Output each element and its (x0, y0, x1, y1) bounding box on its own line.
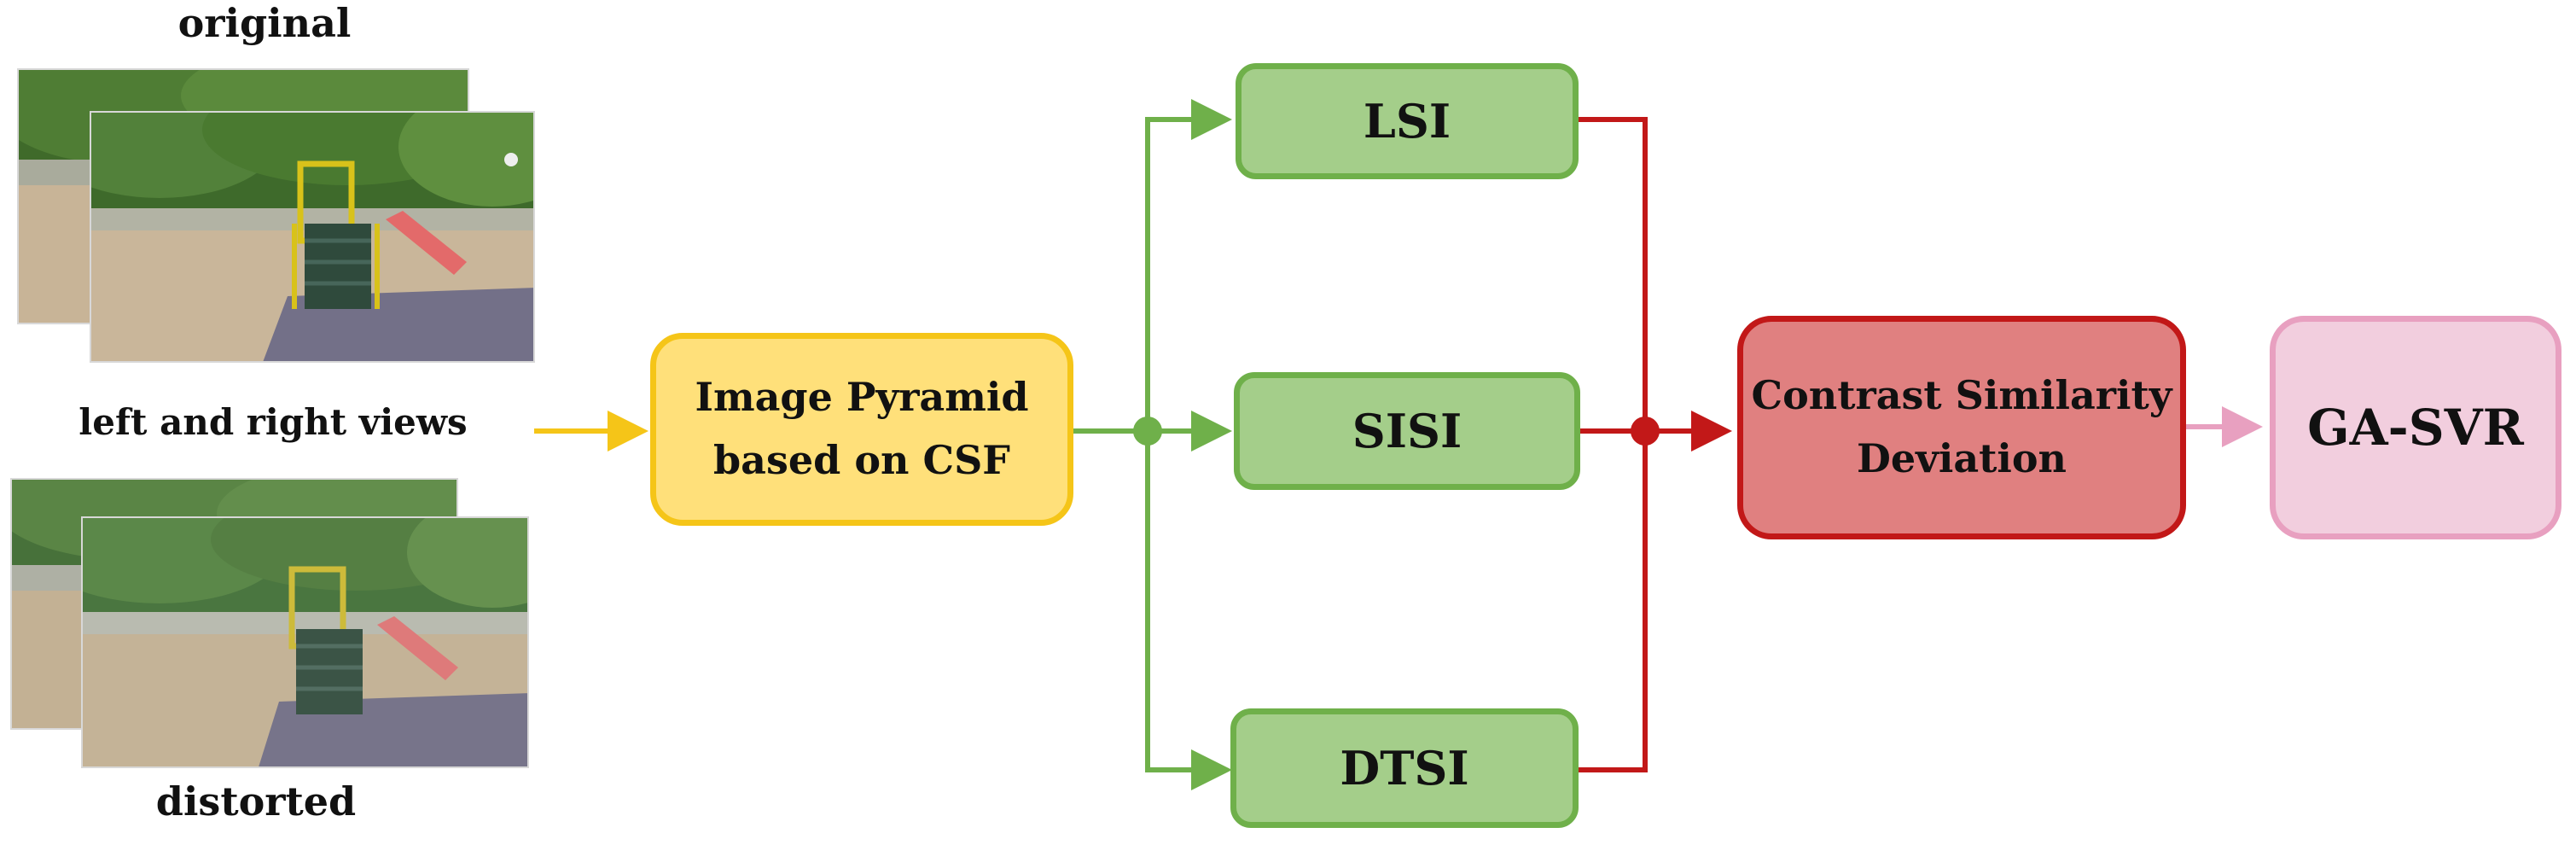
red-merge-dot (1631, 417, 1660, 446)
image-pyramid-line2: based on CSF (713, 437, 1010, 483)
csd-line1: Contrast Similarity (1751, 372, 2172, 419)
views-label: left and right views (79, 401, 468, 443)
green-branch-dot (1133, 417, 1162, 446)
dtsi-box: DTSI (1230, 708, 1579, 828)
distorted-right-view-image (81, 516, 529, 768)
image-pyramid-box: Image Pyramid based on CSF (650, 333, 1073, 526)
image-pyramid-line1: Image Pyramid (695, 374, 1029, 421)
lsi-box: LSI (1236, 63, 1579, 179)
contrast-similarity-deviation-box: Contrast Similarity Deviation (1737, 316, 2186, 539)
ga-svr-box: GA-SVR (2270, 316, 2561, 539)
csd-line2: Deviation (1856, 435, 2067, 481)
original-label: original (177, 0, 352, 46)
original-right-view-image (90, 111, 535, 363)
distorted-label: distorted (155, 778, 357, 825)
sisi-box: SISI (1234, 372, 1580, 490)
